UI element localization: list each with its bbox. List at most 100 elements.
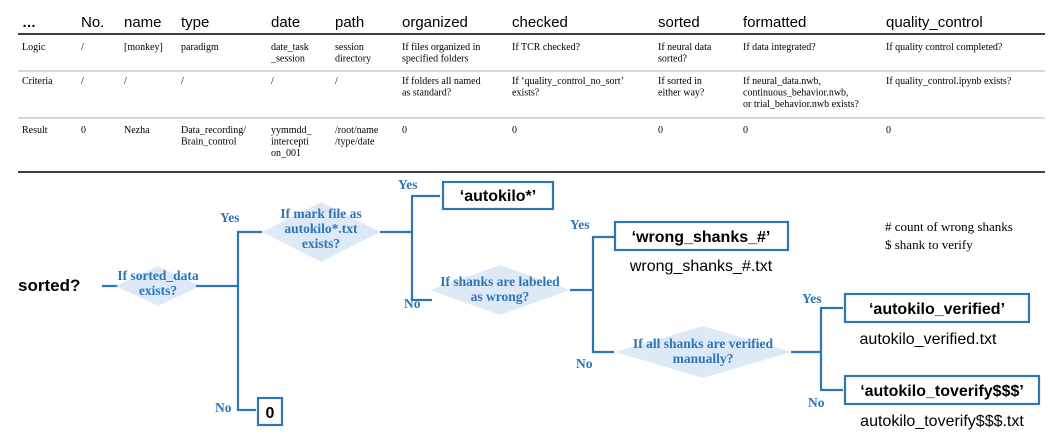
output-box-autokilo	[441, 180, 555, 211]
no-label: No	[215, 400, 232, 415]
table-cell-result-path: /type/date	[335, 137, 375, 148]
no-label: No	[808, 395, 825, 410]
connector-d1-yes	[236, 230, 262, 286]
table-row-label-logic: Logic	[22, 42, 46, 53]
output-label-autokilo-verified: ‘autokilo_verified’	[869, 301, 1005, 318]
table-header-sorted: sorted	[658, 14, 700, 31]
decision-diamond-1	[116, 266, 200, 306]
decision-text-2: If mark file as	[280, 206, 361, 221]
table-cell-logic-type: paradigm	[181, 42, 219, 53]
table-cell-result-organized: 0	[402, 125, 407, 136]
table-cell-result-type: Data_recording/	[181, 125, 246, 136]
connector-d3-no	[591, 290, 614, 354]
table-cell-result-type: Brain_control	[181, 137, 237, 148]
output-caption-autokilo-toverify: autokilo_toverify$$$.txt	[860, 413, 1024, 430]
table-header-name: name	[124, 14, 162, 31]
table-cell-criteria-checked: If ‘quality_control_no_sort’	[512, 76, 624, 87]
table-cell-result-date: on_001	[271, 148, 301, 159]
table-cell-logic-name: [monkey]	[124, 42, 163, 53]
yes-label: Yes	[220, 210, 240, 225]
table-cell-result-no: 0	[81, 125, 86, 136]
table-cell-criteria-name: /	[124, 76, 127, 87]
table-cell-logic-date: date_task	[271, 42, 309, 53]
table-cell-logic-formatted: If data integrated?	[743, 42, 816, 53]
table-header-formatted: formatted	[743, 14, 806, 31]
output-caption-autokilo-verified: autokilo_verified.txt	[860, 331, 998, 348]
decision-text-3: as wrong?	[471, 289, 530, 304]
table-cell-logic-date: _session	[270, 54, 305, 65]
output-box-0	[256, 396, 284, 427]
table-cell-criteria-sorted: If sorted in	[658, 76, 702, 87]
table-cell-logic-sorted: If neural data	[658, 42, 712, 53]
table-cell-criteria-date: /	[271, 76, 274, 87]
yes-label: Yes	[802, 291, 822, 306]
no-label: No	[576, 356, 593, 371]
no-label: No	[404, 296, 421, 311]
decision-text-4: If all shanks are verified	[633, 336, 773, 351]
table-cell-criteria-sorted: either way?	[658, 88, 705, 99]
legend-text: # count of wrong shanks	[885, 219, 1013, 234]
table-cell-result-path: /root/name	[335, 125, 379, 136]
table-cell-logic-organized: specified folders	[402, 54, 468, 65]
table-cell-criteria-path: /	[335, 76, 338, 87]
table-cell-logic-sorted: sorted?	[658, 54, 687, 65]
table-row-label-criteria: Criteria	[22, 76, 53, 87]
output-caption-wrong-shanks: wrong_shanks_#.txt	[629, 258, 773, 275]
table-header-checked: checked	[512, 14, 568, 31]
connector-d2-no	[410, 232, 432, 302]
table-cell-result-date: intercepti	[271, 137, 309, 148]
decision-text-1: If sorted_data	[117, 268, 199, 283]
table-cell-criteria-organized: If folders all named	[402, 76, 481, 87]
output-label-0: 0	[266, 405, 275, 422]
decision-diamond-4	[615, 326, 791, 378]
table-cell-criteria-checked: exists?	[512, 88, 540, 99]
table-cell-result-name: Nezha	[124, 125, 150, 136]
table-cell-result-quality-control: 0	[886, 125, 891, 136]
connector-d2-yes	[410, 194, 440, 232]
table-cell-logic-no: /	[81, 42, 84, 53]
table-cell-criteria-formatted: continuous_behavior.nwb,	[743, 88, 849, 99]
table-cell-logic-quality-control: If quality control completed?	[886, 42, 1003, 53]
output-label-autokilo-toverify: ‘autokilo_toverify$$$’	[860, 383, 1024, 400]
output-label-autokilo: ‘autokilo*’	[460, 188, 536, 205]
table-cell-logic-path: directory	[335, 54, 371, 65]
table-cell-logic-checked: If TCR checked?	[512, 42, 581, 53]
table-cell-criteria-quality-control: If quality_control.ipynb exists?	[886, 76, 1012, 87]
table-header-quality-control: quality_control	[886, 14, 983, 31]
output-label-wrong-shanks: ‘wrong_shanks_#’	[632, 229, 771, 246]
yes-label: Yes	[570, 217, 590, 232]
start-label: sorted?	[18, 276, 80, 295]
table-cell-logic-path: session	[335, 42, 364, 53]
table-header-no: No.	[81, 14, 104, 31]
output-box-autokilo-toverify	[843, 374, 1041, 406]
table-cell-criteria-no: /	[81, 76, 84, 87]
decision-text-1: exists?	[139, 283, 177, 298]
table-row-label-result: Result	[22, 125, 48, 136]
table-header-ellipsis: …	[22, 14, 36, 30]
table-cell-result-date: yymmdd_	[271, 125, 313, 136]
table-header-path: path	[335, 14, 364, 31]
table-cell-criteria-formatted: If neural_data.nwb,	[743, 76, 821, 87]
table-cell-result-formatted: 0	[743, 125, 748, 136]
output-box-autokilo-verified	[843, 292, 1031, 324]
decision-text-2: exists?	[302, 236, 340, 251]
table-header-type: type	[181, 14, 209, 31]
decision-diamond-3	[430, 265, 570, 315]
table-cell-criteria-formatted: or trial_behavior.nwb exists?	[743, 99, 859, 110]
legend-text: $ shank to verify	[885, 237, 973, 252]
decision-diamond-2	[262, 202, 380, 262]
table-cell-criteria-type: /	[181, 76, 184, 87]
decision-text-2: autokilo*.txt	[284, 221, 358, 236]
decision-text-4: manually?	[673, 351, 734, 366]
table-cell-logic-organized: If files organized in	[402, 42, 480, 53]
decision-text-3: If shanks are labeled	[440, 274, 560, 289]
connector-d4-no	[819, 352, 843, 392]
output-box-wrong-shanks	[613, 220, 790, 252]
connector-d4-yes	[819, 306, 843, 352]
table-cell-result-checked: 0	[512, 125, 517, 136]
table-cell-result-sorted: 0	[658, 125, 663, 136]
connector-d1-no	[236, 286, 256, 412]
